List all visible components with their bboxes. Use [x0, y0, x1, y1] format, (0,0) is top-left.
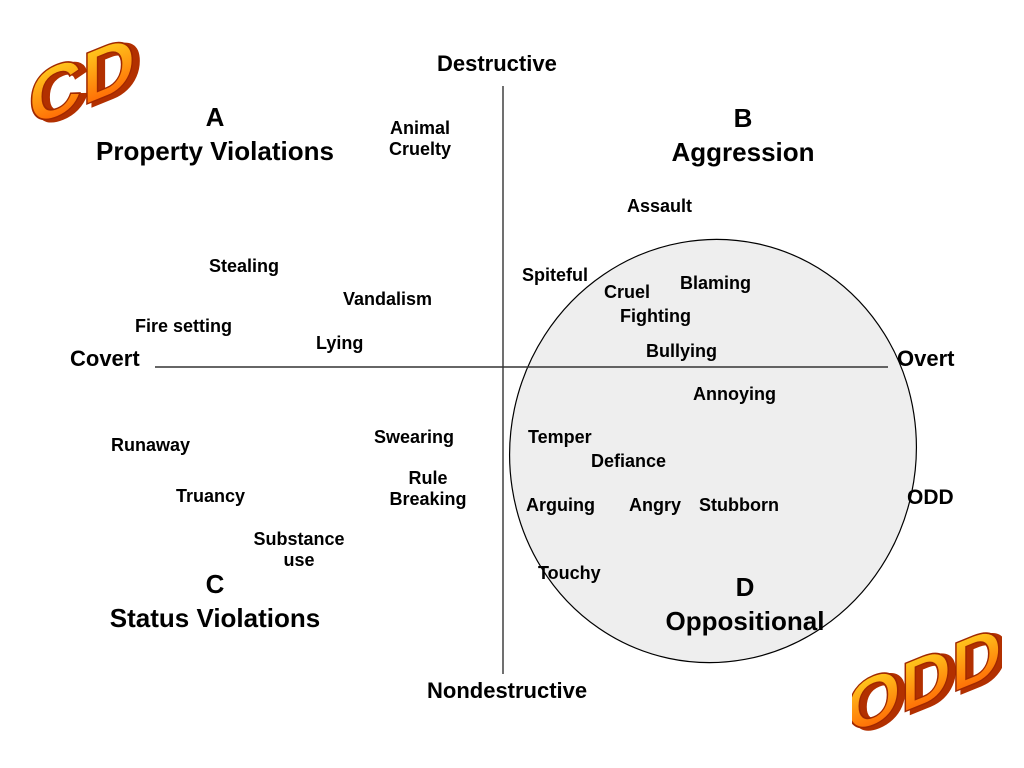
behavior-temper: Temper	[528, 427, 592, 447]
axis-label-top: Destructive	[437, 51, 557, 76]
behavior-lying: Lying	[316, 333, 364, 353]
odd-logo: ODD ODD	[852, 609, 1002, 746]
behavior-fighting: Fighting	[620, 306, 691, 326]
svg-text:ODD: ODD	[852, 610, 1002, 746]
behavior-truancy: Truancy	[176, 486, 246, 506]
behavior-swearing: Swearing	[374, 427, 455, 447]
quadrant-c-title: C Status Violations	[80, 568, 350, 636]
odd-region-ellipse	[509, 238, 917, 664]
behavior-rule-breaking-line1: Rule	[408, 468, 448, 488]
behavior-defiance: Defiance	[591, 451, 667, 471]
quadrant-b-letter: B	[733, 103, 753, 133]
behavior-blaming: Blaming	[680, 273, 752, 293]
quadrant-d-letter: D	[735, 572, 755, 602]
cd-logo: CD CD	[28, 17, 143, 144]
behavior-arguing: Arguing	[526, 495, 595, 515]
odd-region-label: ODD	[907, 486, 954, 509]
behavior-stubborn: Stubborn	[699, 495, 779, 515]
quadrant-b-title: B Aggression	[628, 102, 858, 170]
quadrant-a-title: A Property Violations	[60, 101, 370, 169]
behavior-vandalism: Vandalism	[343, 289, 433, 309]
behavior-angry: Angry	[629, 495, 682, 515]
behavior-animal-cruelty-line2: Cruelty	[388, 139, 451, 160]
quadrant-c-name: Status Violations	[109, 602, 321, 633]
quadrant-d-title: D Oppositional	[640, 571, 850, 639]
behavior-spiteful: Spiteful	[522, 265, 588, 285]
behavior-animal-cruelty-line1: Animal	[389, 118, 450, 138]
axis-label-right: Overt	[897, 346, 955, 371]
behavior-animal-cruelty: Animal Cruelty	[370, 118, 470, 160]
quadrant-a-name: Property Violations	[96, 135, 334, 166]
behavior-rule-breaking: Rule Breaking	[380, 468, 476, 510]
behavior-fire-setting: Fire setting	[135, 316, 233, 336]
quadrant-d-name: Oppositional	[665, 605, 825, 636]
behavior-touchy: Touchy	[538, 563, 601, 583]
behavior-assault: Assault	[627, 196, 693, 216]
behavior-substance-use-line1: Substance	[253, 529, 345, 549]
quadrant-b-name: Aggression	[671, 136, 815, 167]
axis-label-left: Covert	[70, 346, 140, 371]
behavior-cruel: Cruel	[604, 282, 651, 302]
behavior-annoying: Annoying	[693, 384, 776, 404]
axis-label-bottom: Nondestructive	[427, 678, 588, 703]
behavior-stealing: Stealing	[209, 256, 280, 276]
behavior-bullying: Bullying	[646, 341, 717, 361]
behavior-substance-use: Substance use	[244, 529, 354, 571]
quadrant-c-letter: C	[205, 569, 225, 599]
quadrant-a-letter: A	[205, 102, 225, 132]
behavior-substance-use-line2: use	[283, 550, 315, 571]
behavior-runaway: Runaway	[111, 435, 191, 455]
behavior-rule-breaking-line2: Breaking	[389, 489, 467, 510]
